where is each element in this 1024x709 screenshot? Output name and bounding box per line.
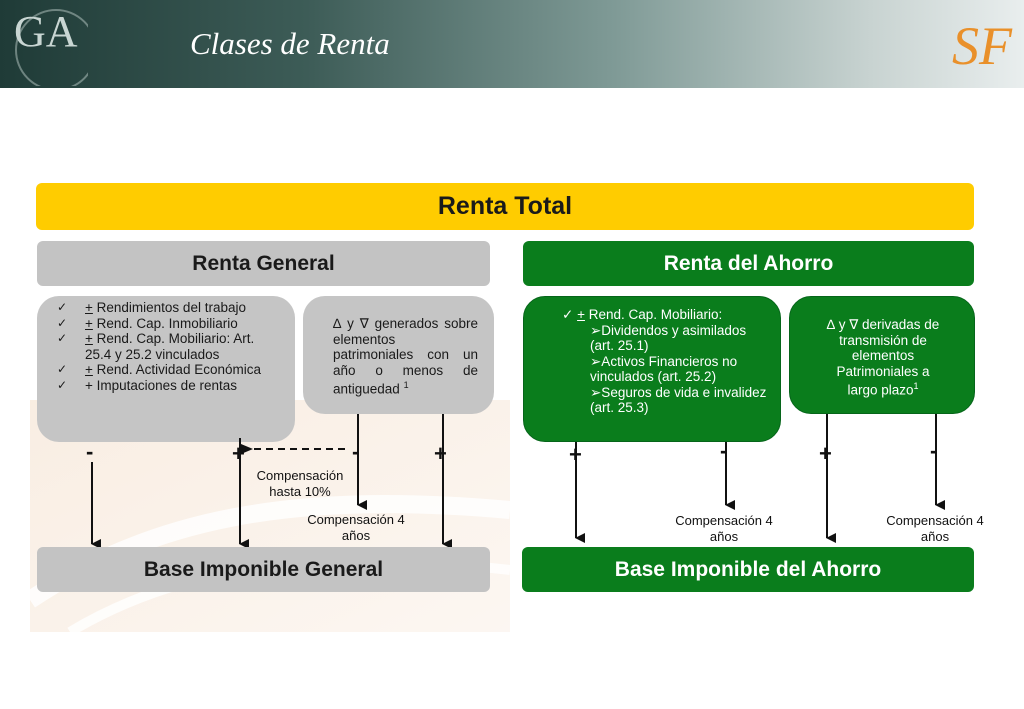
page-title: Clases de Renta [190,26,390,61]
sign-general-2: + [232,441,245,466]
sign-ahorro-1: + [569,442,582,467]
list-item: + Rendimientos del trabajo [37,300,283,316]
renta-total-bar: Renta Total [36,183,974,230]
header-banner: GA Clases de Renta SF [0,0,1024,88]
base-imponible-ahorro-bar: Base Imponible del Ahorro [522,547,974,592]
list-item: ➢Dividendos y asimilados (art. 25.1) [590,322,747,354]
sign-ahorro-2: - [720,438,728,463]
list-item: + Rend. Cap. Mobiliario: Art. 25.4 y 25.… [37,331,283,362]
sign-general-4: + [434,441,447,466]
ga-logo-icon: GA [14,7,88,86]
label-compensacion-ahorro-2: Compensación 4 años [886,513,984,544]
ahorro-patrimonial-box: ∆ y ∇ derivadas de transmisión de elemen… [789,296,975,414]
list-item: ➢Activos Financieros no vinculados (art.… [590,353,738,385]
list-item: + Rend. Actividad Económica [37,362,283,378]
general-patrimonial-box: ∆ y ∇ generados sobre elementos patrimon… [303,296,494,414]
sign-general-1: - [86,439,94,464]
general-income-list: + Rendimientos del trabajo + Rend. Cap. … [37,296,295,442]
list-item: + Rend. Cap. Inmobiliario [37,316,283,332]
list-item: + Imputaciones de rentas [37,378,283,394]
ahorro-income-list: ✓ + Rend. Cap. Mobiliario: ➢Dividendos y… [523,296,781,442]
list-item: ✓ + Rend. Cap. Mobiliario: [562,307,723,322]
base-imponible-general-bar: Base Imponible General [37,547,490,592]
sign-general-3: - [352,439,360,464]
sign-ahorro-3: + [819,441,832,466]
list-item: ➢Seguros de vida e invalidez (art. 25.3) [590,384,767,416]
renta-general-bar: Renta General [37,241,490,286]
sf-logo-icon: SF [952,16,1013,76]
renta-ahorro-bar: Renta del Ahorro [523,241,974,286]
label-compensacion-10: Compensación hasta 10% [256,468,344,499]
sign-ahorro-4: - [930,438,938,463]
svg-text:SF: SF [952,16,1013,76]
label-compensacion-ahorro-1: Compensación 4 años [675,513,773,544]
label-compensacion-general: Compensación 4 años [307,512,405,543]
svg-text:GA: GA [14,7,78,56]
